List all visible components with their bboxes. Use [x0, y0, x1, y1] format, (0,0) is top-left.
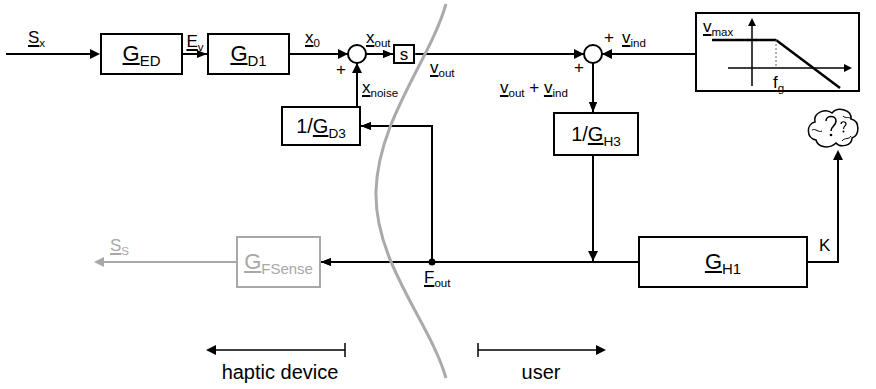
- transfer-box: 1/GH3: [553, 112, 639, 156]
- range-tick: [344, 343, 346, 357]
- graph-marker: [776, 40, 777, 68]
- signal-label: SS: [110, 236, 129, 255]
- question-dot: [830, 134, 833, 137]
- signal-label: xout: [366, 28, 391, 47]
- question-mark: [841, 122, 846, 129]
- node-text: vmax: [703, 16, 733, 39]
- arrow-head: [588, 251, 598, 261]
- signal-label: Sx: [28, 28, 45, 47]
- arrow-head: [596, 345, 606, 355]
- transfer-box: s: [393, 44, 416, 64]
- label-box: +: [336, 60, 346, 80]
- arrow-head: [352, 63, 362, 73]
- node-text: GED: [123, 43, 161, 65]
- arrow-head: [206, 345, 216, 355]
- signal-label: +: [604, 28, 614, 47]
- input-wire: [6, 53, 92, 55]
- transfer-box: 1/GD3: [281, 106, 361, 146]
- label-box: haptic device: [222, 360, 339, 384]
- signal-connector: [593, 54, 695, 112]
- node-text: GFSense: [244, 251, 313, 273]
- transfer-box: GD1: [207, 33, 290, 75]
- branch-dot: [429, 259, 436, 266]
- label-box: xnoise: [362, 78, 398, 98]
- label-box: vout + vind: [500, 78, 568, 98]
- range-label: user: [522, 361, 561, 383]
- label-box: +: [574, 58, 584, 78]
- signal-connector: [183, 53, 207, 55]
- signal-connector: [321, 156, 593, 262]
- summing-junction: [348, 45, 366, 63]
- label-box: xout: [366, 28, 391, 48]
- range-label: haptic device: [222, 361, 339, 383]
- signal-label: Fout: [424, 268, 450, 287]
- label-box: K: [819, 236, 830, 256]
- node-text: fg: [773, 72, 784, 95]
- signal-label: +: [574, 58, 584, 77]
- arrow-head: [574, 49, 584, 59]
- arrow-head: [833, 150, 843, 160]
- node-text: s: [400, 46, 409, 63]
- label-box: SS: [110, 236, 129, 256]
- arrow-head: [748, 18, 756, 26]
- question-mark: [826, 117, 836, 132]
- arrow-head: [94, 257, 104, 267]
- graph-axis: [751, 24, 753, 86]
- transfer-box: GH1: [638, 236, 808, 288]
- arrow-head: [844, 64, 852, 72]
- label-box: vout: [430, 58, 455, 78]
- perception-wire: [808, 160, 838, 262]
- transfer-box: GED: [100, 33, 183, 75]
- node-text: GH1: [705, 251, 741, 273]
- node-text: 1/GH3: [571, 124, 621, 144]
- graph-axis: [728, 67, 846, 69]
- graph-curve: [776, 40, 840, 88]
- arrow-head: [338, 49, 348, 59]
- label-box: user: [522, 360, 561, 384]
- signal-label: vind: [622, 28, 646, 47]
- node-text: 1/GD3: [296, 116, 346, 136]
- range-arrow: [214, 349, 345, 351]
- question-dot: [843, 131, 845, 133]
- signal-label: vout: [430, 58, 455, 77]
- label-box: x0: [305, 28, 320, 48]
- transfer-box: GFSense: [236, 236, 321, 288]
- label-box: Sx: [28, 28, 45, 48]
- node-text: GD1: [230, 43, 266, 65]
- signal-label: x0: [305, 28, 320, 47]
- signal-label: xnoise: [362, 78, 398, 97]
- range-arrow: [478, 349, 598, 351]
- label-box: Fout: [424, 268, 450, 288]
- signal-label: K: [819, 236, 830, 255]
- output-wire: [102, 261, 236, 263]
- graph-curve: [712, 39, 776, 42]
- label-box: Ev: [186, 32, 203, 52]
- label-box: +: [604, 28, 614, 48]
- user-boundary-arc: [376, 4, 446, 378]
- brain-fold: [812, 116, 851, 141]
- summing-junction: [584, 45, 602, 63]
- arrow-head: [90, 49, 100, 59]
- arrow-head: [602, 49, 612, 59]
- signal-label: vout + vind: [500, 78, 568, 97]
- brain-icon: [808, 109, 858, 146]
- label-box: vind: [622, 28, 646, 48]
- signal-label: +: [336, 60, 346, 79]
- graph-box: vmax fg: [695, 12, 860, 92]
- signal-connector: [415, 54, 593, 112]
- signal-label: Ev: [186, 32, 203, 51]
